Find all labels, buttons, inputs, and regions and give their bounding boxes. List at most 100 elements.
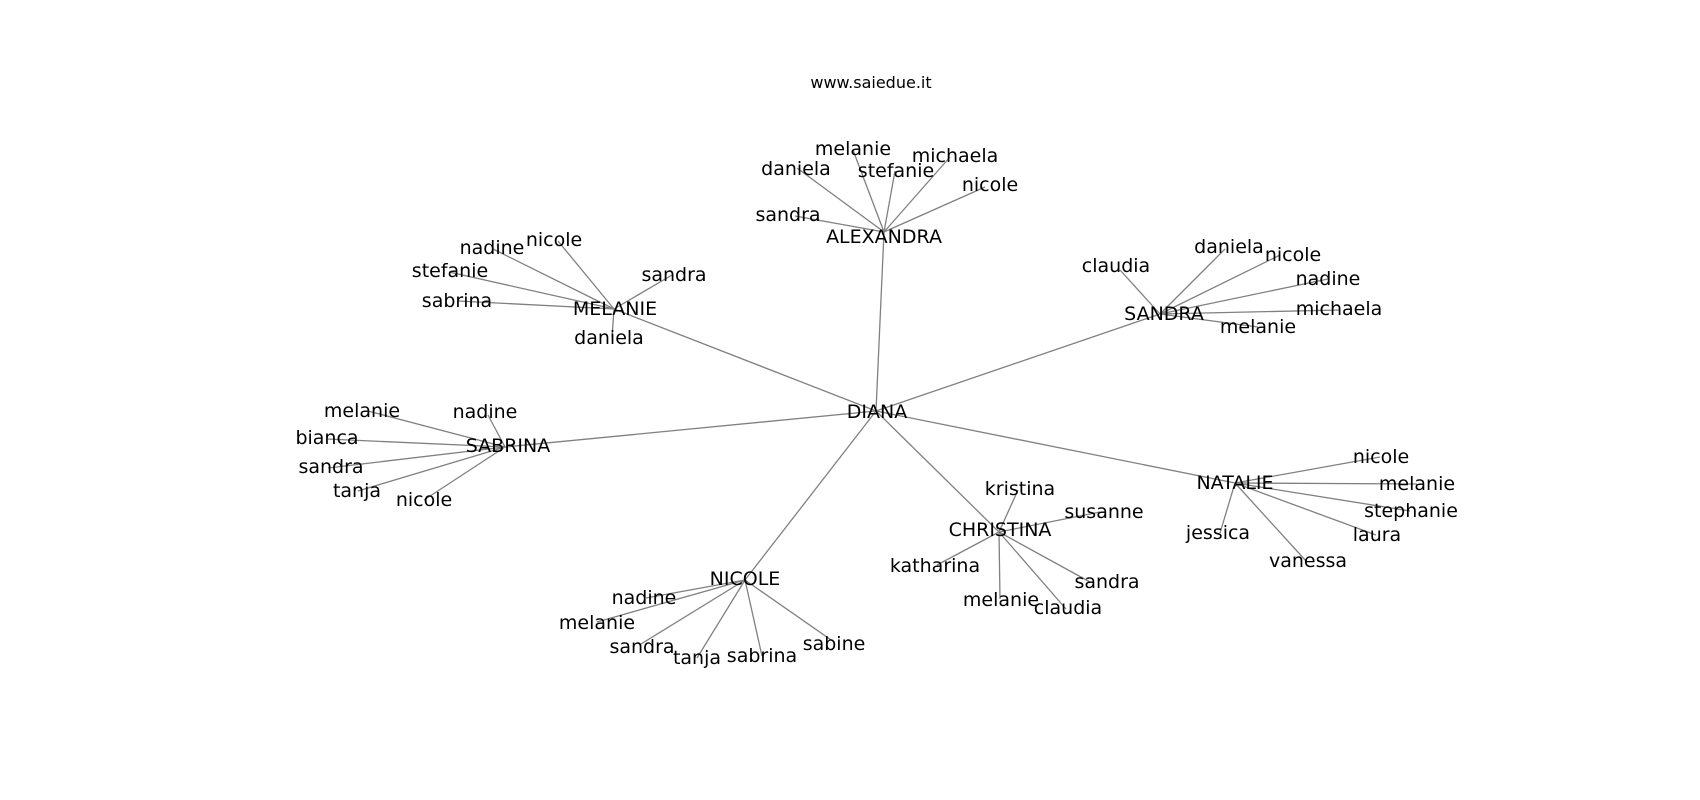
leaf-node-alexandra-melanie: melanie: [815, 138, 891, 160]
hub-node-nicole: NICOLE: [710, 568, 781, 590]
edges-layer: [326, 149, 1418, 659]
leaf-node-christina-kristina: kristina: [985, 478, 1055, 500]
leaf-node-natalie-jessica: jessica: [1185, 522, 1250, 544]
leaf-node-sabrina-sandra: sandra: [298, 456, 363, 478]
leaf-node-sabrina-melanie: melanie: [324, 400, 400, 422]
hub-node-christina: CHRISTINA: [949, 519, 1052, 541]
edge-natalie-stephanie: [1234, 482, 1411, 512]
leaf-node-melanie-nicole: nicole: [526, 229, 582, 251]
leaf-node-christina-katharina: katharina: [890, 555, 980, 577]
leaf-node-nicole-nadine: nadine: [612, 587, 677, 609]
edge-melanie-daniela: [611, 308, 615, 338]
leaf-node-sandra-nadine: nadine: [1296, 268, 1361, 290]
center-node-label: DIANA: [847, 401, 907, 423]
leaf-node-natalie-stephanie: stephanie: [1364, 500, 1458, 522]
leaf-node-nicole-sabine: sabine: [803, 633, 866, 655]
leaf-node-christina-sandra: sandra: [1074, 571, 1139, 593]
leaf-node-sabrina-nicole: nicole: [396, 489, 452, 511]
edge-natalie-nicole: [1234, 456, 1381, 484]
edge-sandra-michaela: [1159, 309, 1341, 315]
edge-sandra-daniela: [1159, 248, 1226, 315]
edge-center-sabrina: [504, 410, 877, 448]
edge-alexandra-michaela: [883, 156, 951, 233]
edge-center-melanie: [613, 308, 877, 412]
edge-nicole-sabrina: [744, 579, 763, 657]
leaf-node-sandra-melanie: melanie: [1220, 316, 1296, 338]
leaf-node-sandra-daniela: daniela: [1194, 236, 1264, 258]
hub-node-sabrina: SABRINA: [466, 435, 550, 457]
leaf-node-christina-melanie: melanie: [963, 589, 1039, 611]
edge-natalie-laura: [1234, 482, 1377, 536]
edge-sabrina-nicole: [423, 446, 506, 501]
edge-sandra-claudia: [1119, 269, 1161, 315]
leaf-node-melanie-sandra: sandra: [641, 264, 706, 286]
leaf-node-alexandra-nicole: nicole: [962, 174, 1018, 196]
edge-melanie-nicole: [557, 240, 615, 310]
hub-node-alexandra: ALEXANDRA: [826, 226, 942, 248]
hub-node-sandra: SANDRA: [1124, 303, 1204, 325]
edge-sabrina-bianca: [326, 438, 506, 448]
leaf-node-melanie-sabrina: sabrina: [422, 290, 492, 312]
edge-center-nicole: [744, 410, 877, 581]
leaf-node-alexandra-stefanie: stefanie: [858, 160, 934, 182]
edge-melanie-stefanie: [448, 271, 615, 310]
edge-center-natalie: [875, 410, 1236, 484]
leaf-node-sandra-michaela: michaela: [1296, 298, 1383, 320]
edge-alexandra-daniela: [796, 167, 885, 233]
edge-christina-katharina: [936, 531, 1000, 566]
edge-christina-claudia: [998, 531, 1067, 610]
leaf-node-alexandra-sandra: sandra: [755, 204, 820, 226]
edge-christina-kristina: [998, 489, 1019, 533]
edge-alexandra-sandra: [794, 215, 885, 233]
leaf-node-christina-claudia: claudia: [1034, 597, 1102, 619]
edge-christina-melanie: [998, 531, 1001, 600]
hub-node-melanie: MELANIE: [573, 298, 657, 320]
leaf-node-natalie-melanie: melanie: [1379, 473, 1455, 495]
leaf-node-sandra-claudia: claudia: [1082, 255, 1150, 277]
edge-sandra-nadine: [1159, 278, 1329, 315]
edge-sabrina-sandra: [327, 446, 506, 469]
edge-alexandra-nicole: [883, 186, 986, 233]
leaf-node-christina-susanne: susanne: [1064, 501, 1143, 523]
edge-alexandra-stefanie: [883, 170, 896, 233]
leaf-node-sabrina-bianca: bianca: [295, 427, 358, 449]
edge-natalie-melanie: [1234, 482, 1418, 485]
leaf-node-nicole-melanie: melanie: [559, 612, 635, 634]
leaf-node-natalie-nicole: nicole: [1353, 446, 1409, 468]
edge-natalie-jessica: [1219, 482, 1236, 534]
edge-natalie-vanessa: [1234, 482, 1307, 562]
leaf-node-nicole-tanja: tanja: [673, 647, 721, 669]
edge-sabrina-tanja: [357, 446, 506, 492]
edge-nicole-melanie: [596, 579, 746, 623]
edge-melanie-sandra: [613, 274, 673, 310]
leaf-node-natalie-vanessa: vanessa: [1269, 550, 1347, 572]
edge-center-christina: [875, 410, 1000, 533]
edge-nicole-sabine: [744, 579, 835, 643]
leaf-node-sandra-nicole: nicole: [1265, 244, 1321, 266]
leaf-node-melanie-daniela: daniela: [574, 327, 644, 349]
edge-alexandra-melanie: [852, 149, 885, 233]
leaf-node-natalie-laura: laura: [1353, 524, 1401, 546]
leaf-node-sabrina-nadine: nadine: [453, 401, 518, 423]
edge-christina-sandra: [998, 531, 1091, 583]
leaf-node-sabrina-tanja: tanja: [333, 480, 381, 502]
leaf-node-alexandra-michaela: michaela: [912, 145, 999, 167]
leaf-node-melanie-nadine: nadine: [460, 237, 525, 259]
edge-nicole-tanja: [696, 579, 746, 659]
edge-sandra-melanie: [1159, 313, 1259, 328]
edge-christina-susanne: [998, 511, 1101, 533]
edge-nicole-sandra: [640, 579, 746, 645]
leaf-node-nicole-sandra: sandra: [609, 636, 674, 658]
edge-center-sandra: [875, 313, 1161, 412]
edge-melanie-sabrina: [457, 300, 615, 310]
edge-sabrina-nadine: [487, 414, 506, 448]
leaf-node-nicole-sabrina: sabrina: [727, 645, 797, 667]
edge-melanie-nadine: [492, 248, 615, 310]
edge-sandra-nicole: [1159, 254, 1281, 315]
edge-center-alexandra: [875, 231, 885, 412]
hub-node-natalie: NATALIE: [1196, 472, 1273, 494]
diagram-title: www.saiedue.it: [810, 73, 931, 92]
edge-nicole-nadine: [645, 579, 746, 599]
